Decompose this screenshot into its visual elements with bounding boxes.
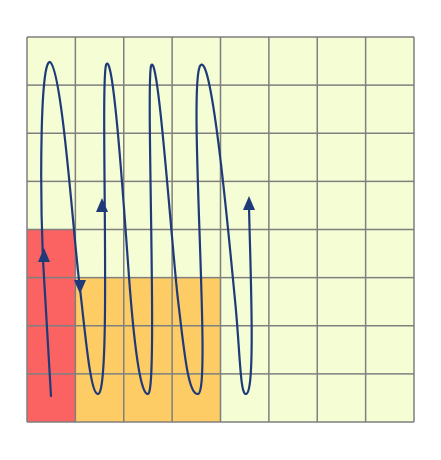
down-arrowhead — [74, 280, 86, 294]
orange-region — [75, 277, 221, 422]
up-arrowhead-1 — [38, 248, 50, 262]
arrowheads-layer — [38, 196, 255, 294]
up-arrowhead-3 — [243, 196, 255, 210]
up-arrowhead-2 — [96, 198, 108, 212]
